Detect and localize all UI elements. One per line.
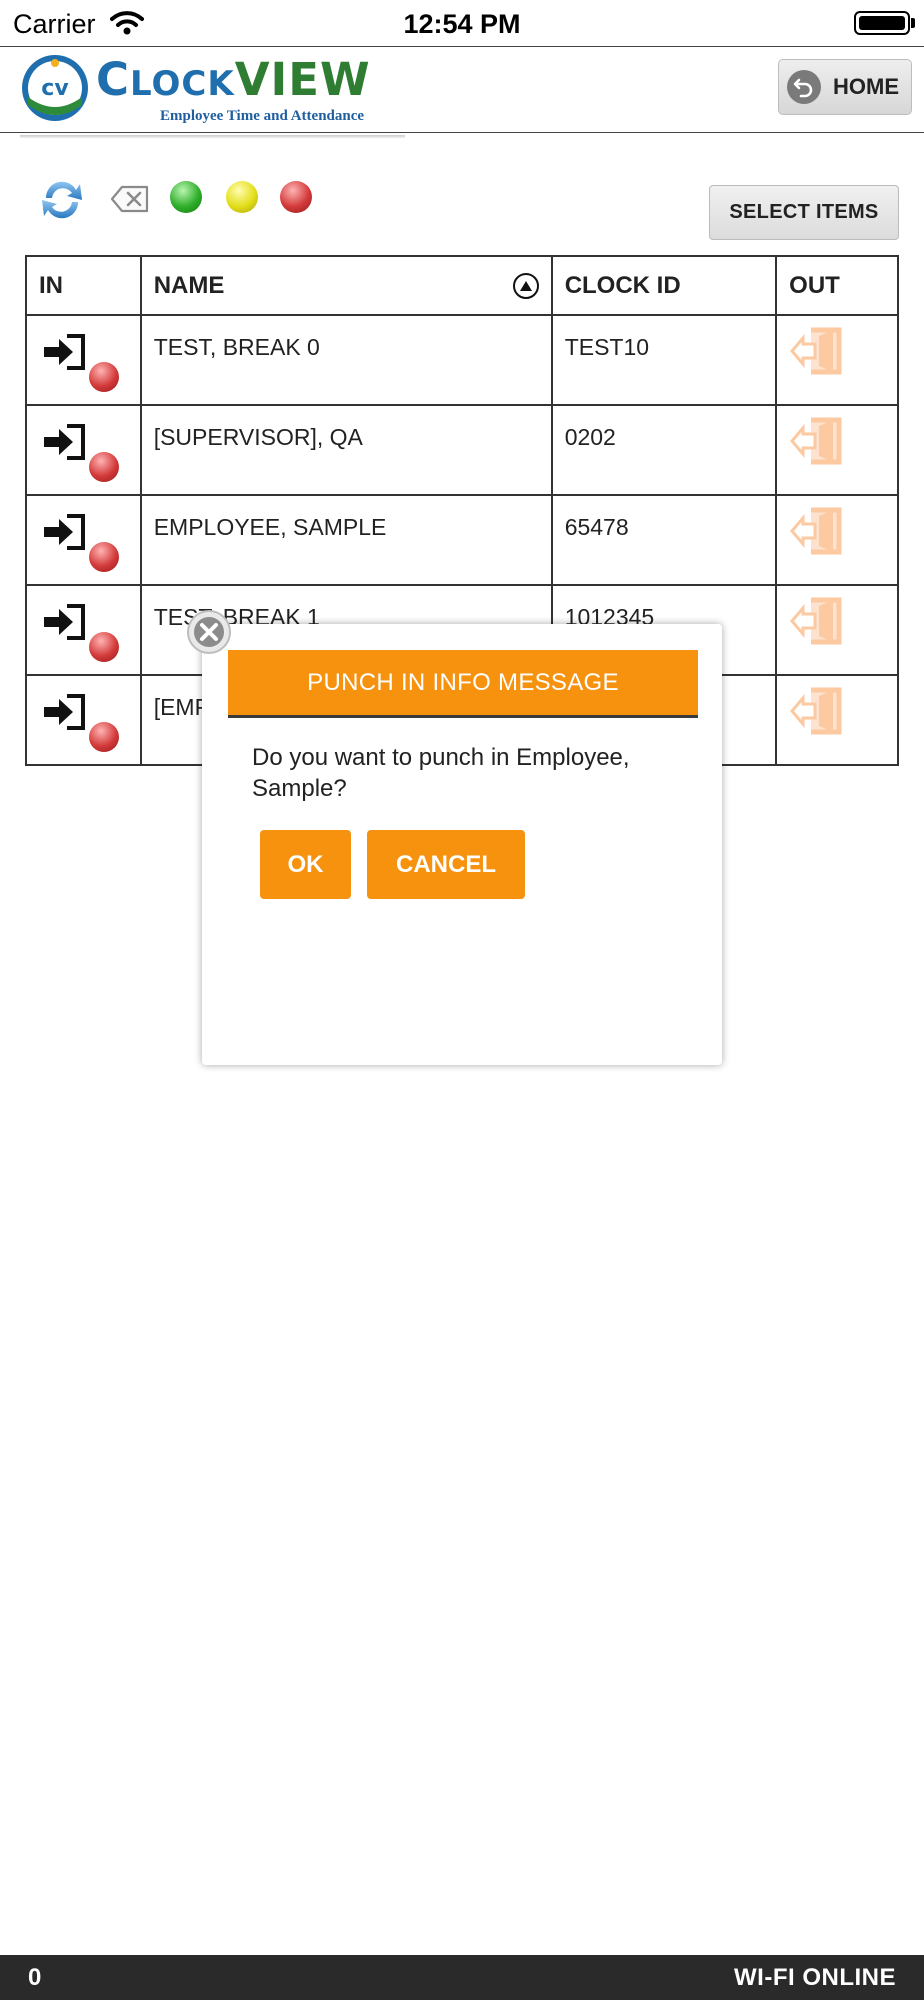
clock-id: TEST10 bbox=[550, 314, 778, 406]
home-label: HOME bbox=[833, 74, 899, 99]
clockview-logo: cv CLOCKVIEW Employee Time and Attendanc… bbox=[20, 53, 405, 138]
out-cell bbox=[775, 314, 899, 406]
column-header-name-label: NAME bbox=[153, 271, 225, 299]
punch-out-icon[interactable] bbox=[789, 596, 845, 646]
punch-in-icon[interactable] bbox=[41, 422, 87, 462]
punch-out-icon[interactable] bbox=[789, 416, 845, 466]
connection-status: WI-FI ONLINE bbox=[734, 1964, 896, 1991]
carrier-label: Carrier bbox=[13, 9, 96, 39]
employee-name[interactable]: [SUPERVISOR], QA bbox=[139, 404, 553, 496]
column-header-name[interactable]: NAME bbox=[139, 255, 553, 316]
clock-id: 65478 bbox=[550, 494, 778, 586]
in-cell bbox=[25, 494, 142, 586]
dialog-title: PUNCH IN INFO MESSAGE bbox=[228, 650, 698, 718]
clock-id: 0202 bbox=[550, 404, 778, 496]
green-status-filter[interactable] bbox=[170, 181, 202, 213]
battery-nub bbox=[911, 18, 915, 28]
in-cell bbox=[25, 314, 142, 406]
battery-icon bbox=[854, 11, 910, 35]
punch-out-icon[interactable] bbox=[789, 506, 845, 556]
close-icon[interactable] bbox=[186, 609, 232, 655]
status-bar: Carrier 12:54 PM bbox=[0, 0, 924, 46]
out-cell bbox=[775, 494, 899, 586]
back-arrow-icon bbox=[787, 70, 821, 104]
wifi-icon bbox=[110, 11, 144, 35]
logo-emblem-icon: cv bbox=[22, 55, 88, 121]
out-cell bbox=[775, 404, 899, 496]
in-cell bbox=[25, 404, 142, 496]
column-header-in[interactable]: IN bbox=[25, 255, 142, 316]
out-cell bbox=[775, 674, 899, 766]
home-button[interactable]: HOME bbox=[778, 59, 912, 115]
status-dot-icon bbox=[89, 362, 119, 392]
employee-name[interactable]: TEST, BREAK 0 bbox=[139, 314, 553, 406]
refresh-icon[interactable] bbox=[38, 176, 86, 224]
status-time: 12:54 PM bbox=[403, 9, 521, 39]
out-cell bbox=[775, 584, 899, 676]
status-dot-icon bbox=[89, 722, 119, 752]
status-dot-icon bbox=[89, 632, 119, 662]
svg-text:cv: cv bbox=[41, 76, 69, 101]
in-cell bbox=[25, 584, 142, 676]
in-cell bbox=[25, 674, 142, 766]
punch-in-dialog: PUNCH IN INFO MESSAGE Do you want to pun… bbox=[202, 624, 722, 1065]
status-dot-icon bbox=[89, 542, 119, 572]
app-header: cv CLOCKVIEW Employee Time and Attendanc… bbox=[0, 46, 924, 138]
column-header-clock-id[interactable]: CLOCK ID bbox=[550, 255, 778, 316]
punch-in-icon[interactable] bbox=[41, 332, 87, 372]
select-items-button[interactable]: SELECT ITEMS bbox=[709, 185, 899, 240]
column-header-out[interactable]: OUT bbox=[775, 255, 899, 316]
punch-out-icon[interactable] bbox=[789, 686, 845, 736]
punch-in-icon[interactable] bbox=[41, 692, 87, 732]
pending-count: 0 bbox=[28, 1964, 42, 1991]
red-status-filter[interactable] bbox=[280, 181, 312, 213]
sort-ascending-icon[interactable] bbox=[512, 272, 539, 299]
table-header-row: IN NAME CLOCK ID OUT bbox=[25, 255, 899, 316]
ok-button[interactable]: OK bbox=[260, 830, 351, 899]
cancel-button[interactable]: CANCEL bbox=[367, 830, 525, 899]
footer-bar: 0 WI-FI ONLINE bbox=[0, 1955, 924, 2000]
logo-tagline: Employee Time and Attendance bbox=[160, 108, 365, 124]
punch-in-icon[interactable] bbox=[41, 602, 87, 642]
status-dot-icon bbox=[89, 452, 119, 482]
employee-name[interactable]: EMPLOYEE, SAMPLE bbox=[139, 494, 553, 586]
logo-wordmark: CLOCKVIEW bbox=[96, 53, 371, 106]
logo-underline bbox=[20, 135, 405, 138]
dialog-message: Do you want to punch in Employee, Sample… bbox=[252, 744, 630, 802]
punch-out-icon[interactable] bbox=[789, 326, 845, 376]
clear-backspace-icon[interactable] bbox=[110, 184, 150, 214]
yellow-status-filter[interactable] bbox=[226, 181, 258, 213]
punch-in-icon[interactable] bbox=[41, 512, 87, 552]
